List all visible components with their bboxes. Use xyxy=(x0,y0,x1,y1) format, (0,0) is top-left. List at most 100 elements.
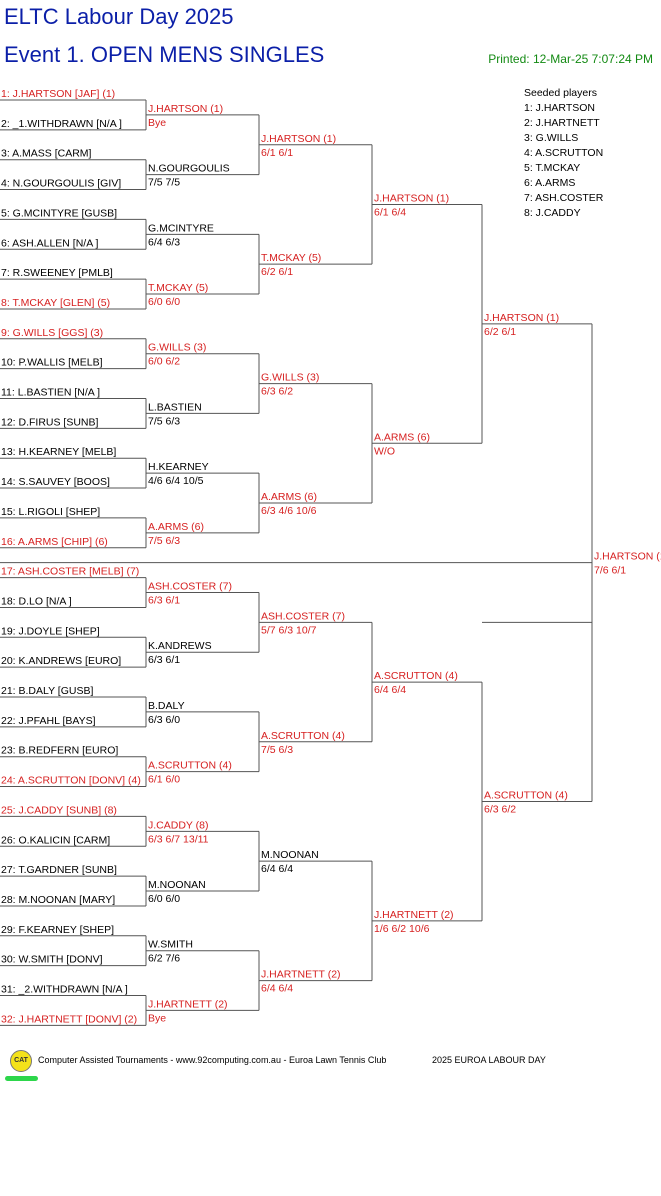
match-winner-name: J.CADDY (8) xyxy=(148,819,208,831)
match-score: 7/5 6/3 xyxy=(148,535,180,547)
draw-player-entry: 9: G.WILLS [GGS] (3) xyxy=(1,327,103,339)
match-winner-name: B.DALY xyxy=(148,700,185,712)
match-score: 6/3 6/2 xyxy=(484,803,516,815)
draw-player-entry: 26: O.KALICIN [CARM] xyxy=(1,834,110,846)
match-winner-name: J.HARTNETT (2) xyxy=(261,969,341,981)
seeded-players-list: Seeded players 1: J.HARTSON 2: J.HARTNET… xyxy=(524,86,603,221)
draw-player-entry: 18: D.LO [N/A ] xyxy=(1,595,72,607)
seed-entry: 8: J.CADDY xyxy=(524,207,581,219)
match-score: 6/3 6/1 xyxy=(148,595,180,607)
match-winner-name: T.MCKAY (5) xyxy=(148,282,208,294)
draw-player-entry: 13: H.KEARNEY [MELB] xyxy=(1,446,116,458)
match-winner-name: M.NOONAN xyxy=(261,849,319,861)
match-winner-name: A.SCRUTTON (4) xyxy=(261,730,345,742)
match-score: 6/1 6/1 xyxy=(261,147,293,159)
match-winner-name: G.WILLS (3) xyxy=(261,372,319,384)
draw-player-entry: 24: A.SCRUTTON [DONV] (4) xyxy=(1,775,141,787)
match-score: 7/5 6/3 xyxy=(261,744,293,756)
match-winner-name: J.HARTSON (1) xyxy=(261,133,336,145)
draw-player-entry: 27: T.GARDNER [SUNB] xyxy=(1,864,117,876)
seed-entry: 5: T.MCKAY xyxy=(524,162,581,174)
match-winner-name: A.SCRUTTON (4) xyxy=(148,760,232,772)
footer-tournament: 2025 EUROA LABOUR DAY xyxy=(432,1055,546,1065)
seed-entry: 2: J.HARTNETT xyxy=(524,117,600,129)
match-score: 7/6 6/1 xyxy=(594,565,626,577)
match-score: 6/3 6/1 xyxy=(148,654,180,666)
match-score: 6/1 6/0 xyxy=(148,774,180,786)
match-winner-name: J.HARTNETT (2) xyxy=(374,909,454,921)
draw-player-entry: 12: D.FIRUS [SUNB] xyxy=(1,416,99,428)
match-score: 6/2 6/1 xyxy=(261,266,293,278)
match-score: 6/0 6/0 xyxy=(148,296,180,308)
match-winner-name: N.GOURGOULIS xyxy=(148,163,230,175)
seed-entry: 3: G.WILLS xyxy=(524,132,579,144)
draw-player-entry: 15: L.RIGOLI [SHEP] xyxy=(1,506,100,518)
match-score: 6/3 6/0 xyxy=(148,714,180,726)
draw-player-entry: 4: N.GOURGOULIS [GIV] xyxy=(1,178,121,190)
draw-player-entry: 23: B.REDFERN [EURO] xyxy=(1,745,118,757)
match-score: 5/7 6/3 10/7 xyxy=(261,624,317,636)
match-score: 6/0 6/0 xyxy=(148,893,180,905)
match-winner-name: L.BASTIEN xyxy=(148,401,202,413)
seed-entry: 7: ASH.COSTER xyxy=(524,192,604,204)
draw-player-entry: 28: M.NOONAN [MARY] xyxy=(1,894,115,906)
match-score: 6/4 6/4 xyxy=(374,684,406,696)
match-winner-name: J.HARTSON (1) xyxy=(484,312,559,324)
match-winner-name: A.ARMS (6) xyxy=(261,491,317,503)
match-score: 6/3 4/6 10/6 xyxy=(261,505,317,517)
draw-bracket: 1: J.HARTSON [JAF] (1) 2: _1.WITHDRAWN [N… xyxy=(0,88,661,1026)
match-winner-name: ASH.COSTER (7) xyxy=(148,581,232,593)
match-score: 6/3 6/2 xyxy=(261,386,293,398)
match-score: 6/1 6/4 xyxy=(374,206,406,218)
draw-player-entry: 16: A.ARMS [CHIP] (6) xyxy=(1,536,108,548)
match-score: 6/3 6/7 13/11 xyxy=(148,833,209,845)
match-winner-name: W.SMITH xyxy=(148,939,193,951)
tournament-title: ELTC Labour Day 2025 xyxy=(4,4,234,29)
draw-player-entry: 1: J.HARTSON [JAF] (1) xyxy=(1,88,115,100)
draw-player-entry: 22: J.PFAHL [BAYS] xyxy=(1,715,96,727)
match-winner-name: K.ANDREWS xyxy=(148,640,212,652)
match-winner-name: J.HARTSON (1) xyxy=(374,192,449,204)
draw-player-entry: 17: ASH.COSTER [MELB] (7) xyxy=(1,566,139,578)
match-score: 7/5 7/5 xyxy=(148,177,180,189)
draw-player-entry: 2: _1.WITHDRAWN [N/A ] xyxy=(1,118,122,130)
match-winner-name: A.SCRUTTON (4) xyxy=(484,789,568,801)
draw-player-entry: 5: G.MCINTYRE [GUSB] xyxy=(1,207,117,219)
match-winner-name: ASH.COSTER (7) xyxy=(261,610,345,622)
logo-underline xyxy=(5,1076,38,1081)
match-score: 7/5 6/3 xyxy=(148,415,180,427)
draw-player-entry: 19: J.DOYLE [SHEP] xyxy=(1,625,100,637)
draw-player-entry: 6: ASH.ALLEN [N/A ] xyxy=(1,237,99,249)
match-winner-name: H.KEARNEY xyxy=(148,461,209,473)
match-winner-name: A.ARMS (6) xyxy=(374,431,430,443)
seed-entry: 1: J.HARTSON xyxy=(524,102,595,114)
seed-entry: 4: A.SCRUTTON xyxy=(524,147,604,159)
seeded-players-heading: Seeded players xyxy=(524,87,597,99)
cat-logo: CAT xyxy=(10,1050,32,1072)
match-winner-name: A.SCRUTTON (4) xyxy=(374,670,458,682)
seed-entry: 6: A.ARMS xyxy=(524,177,576,189)
match-winner-name: J.HARTSON (1) xyxy=(594,551,661,563)
draw-player-entry: 8: T.MCKAY [GLEN] (5) xyxy=(1,297,110,309)
page-footer: CAT Computer Assisted Tournaments - www.… xyxy=(0,1048,661,1088)
match-winner-name: G.MCINTYRE xyxy=(148,222,214,234)
match-score: 6/4 6/4 xyxy=(261,863,293,875)
match-winner-name: J.HARTSON (1) xyxy=(148,103,223,115)
event-title: Event 1. OPEN MENS SINGLES xyxy=(4,42,325,67)
match-score: 6/4 6/4 xyxy=(261,983,293,995)
footer-credit: Computer Assisted Tournaments - www.92co… xyxy=(38,1055,387,1065)
match-winner-name: J.HARTNETT (2) xyxy=(148,998,228,1010)
match-winner-name: M.NOONAN xyxy=(148,879,206,891)
draw-player-entry: 7: R.SWEENEY [PMLB] xyxy=(1,267,113,279)
draw-player-entry: 25: J.CADDY [SUNB] (8) xyxy=(1,804,117,816)
draw-player-entry: 20: K.ANDREWS [EURO] xyxy=(1,655,121,667)
match-winner-name: T.MCKAY (5) xyxy=(261,252,321,264)
draw-player-entry: 10: P.WALLIS [MELB] xyxy=(1,357,103,369)
match-winner-name: A.ARMS (6) xyxy=(148,521,204,533)
match-score: W/O xyxy=(374,445,395,457)
draw-player-entry: 29: F.KEARNEY [SHEP] xyxy=(1,924,114,936)
draw-player-entry: 21: B.DALY [GUSB] xyxy=(1,685,93,697)
draw-player-entry: 32: J.HARTNETT [DONV] (2) xyxy=(1,1013,137,1025)
match-score: 1/6 6/2 10/6 xyxy=(374,923,430,935)
match-score: Bye xyxy=(148,1012,166,1024)
